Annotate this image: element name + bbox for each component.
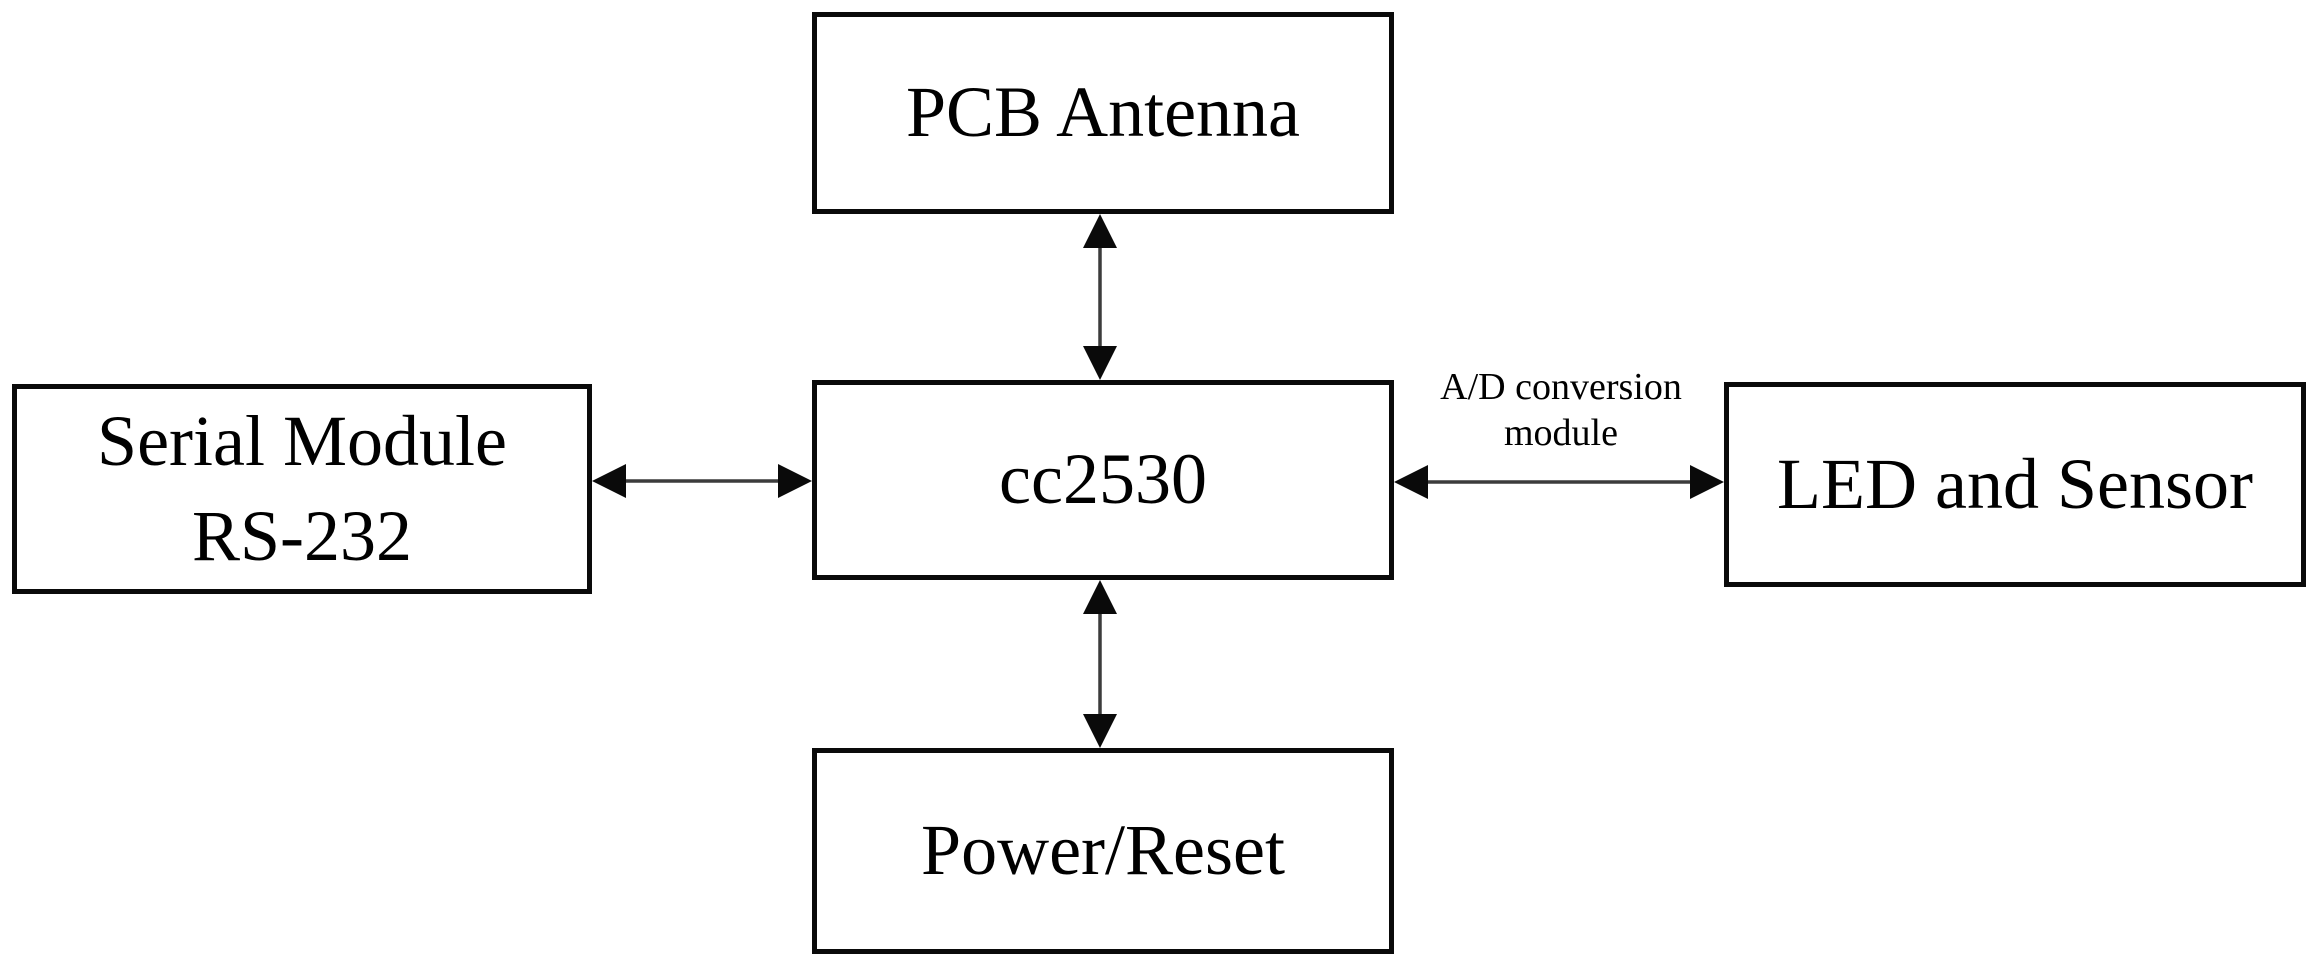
block-pcb-antenna: PCB Antenna xyxy=(812,12,1394,214)
block-pcb-antenna-label: PCB Antenna xyxy=(905,72,1301,153)
block-serial-module-rs232-label: Serial Module RS-232 xyxy=(97,400,507,576)
block-power-reset: Power/Reset xyxy=(812,748,1394,954)
block-serial-module-rs232: Serial Module RS-232 xyxy=(12,384,592,594)
block-led-and-sensor-label: LED and Sensor xyxy=(1777,443,2253,524)
arrow-pcb-antenna-cc2530 xyxy=(1083,214,1117,380)
block-cc2530-label: cc2530 xyxy=(999,439,1207,520)
ad-conversion-module-label: A/D conversion module xyxy=(1440,366,1682,455)
block-led-and-sensor: LED and Sensor xyxy=(1724,382,2306,587)
arrow-serial-module-cc2530 xyxy=(592,464,812,498)
block-cc2530: cc2530 xyxy=(812,380,1394,580)
arrow-cc2530-power-reset xyxy=(1083,580,1117,748)
block-power-reset-label: Power/Reset xyxy=(921,810,1285,891)
arrow-cc2530-led-sensor xyxy=(1394,465,1724,499)
